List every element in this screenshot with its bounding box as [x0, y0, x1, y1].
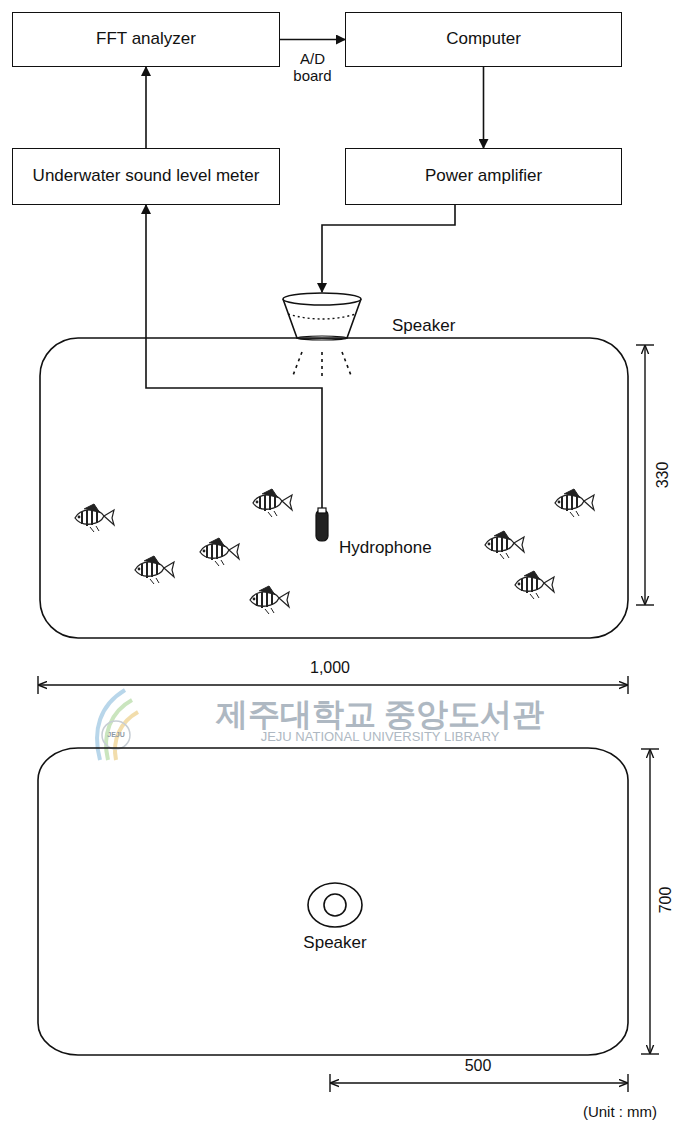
fish-group [75, 489, 594, 614]
signal-arrow [145, 67, 147, 148]
dimension-line [38, 676, 628, 694]
hydrophone-symbol: Hydrophone [315, 508, 329, 542]
logo-text: JEJU [107, 731, 125, 739]
unit-note: (Unit : mm) [583, 1103, 657, 1120]
speaker-outline [280, 292, 364, 340]
process-box: Computer [345, 12, 622, 67]
tank-top-view [38, 748, 628, 1055]
process-box: Underwater sound level meter [12, 148, 280, 205]
speaker-symbol: Speaker [280, 292, 364, 340]
watermark: 제주대학교 중앙도서관 [216, 696, 545, 733]
edge-label: A/D board [290, 50, 336, 85]
box-label: Power amplifier [425, 166, 542, 186]
signal-arrow [483, 67, 485, 148]
hydrophone-outline [315, 508, 329, 542]
part-label: Hydrophone [337, 538, 434, 558]
dimension-line [330, 1074, 628, 1092]
sound-waves [292, 352, 352, 380]
signal-arrow [280, 39, 345, 41]
tank-side-view [40, 338, 628, 638]
library-logo [97, 690, 138, 760]
box-label: FFT analyzer [96, 29, 196, 49]
dimension-value: 500 [465, 1057, 492, 1075]
box-label: Underwater sound level meter [33, 166, 260, 186]
dimension-value: 700 [657, 887, 675, 914]
signal-arrow [146, 205, 322, 508]
speaker-top-view [308, 883, 362, 927]
dimension-value: 1,000 [310, 659, 350, 677]
dimension-line [641, 749, 659, 1054]
signal-arrow [322, 205, 455, 292]
part-label: Speaker [390, 316, 457, 336]
process-box: FFT analyzer [12, 12, 280, 67]
dimension-line [636, 345, 654, 605]
box-label: Computer [446, 29, 521, 49]
part-label: Speaker [303, 933, 366, 953]
process-box: Power amplifier [345, 148, 622, 205]
watermark: JEJU NATIONAL UNIVERSITY LIBRARY [261, 730, 500, 745]
dimension-value: 330 [654, 462, 672, 489]
